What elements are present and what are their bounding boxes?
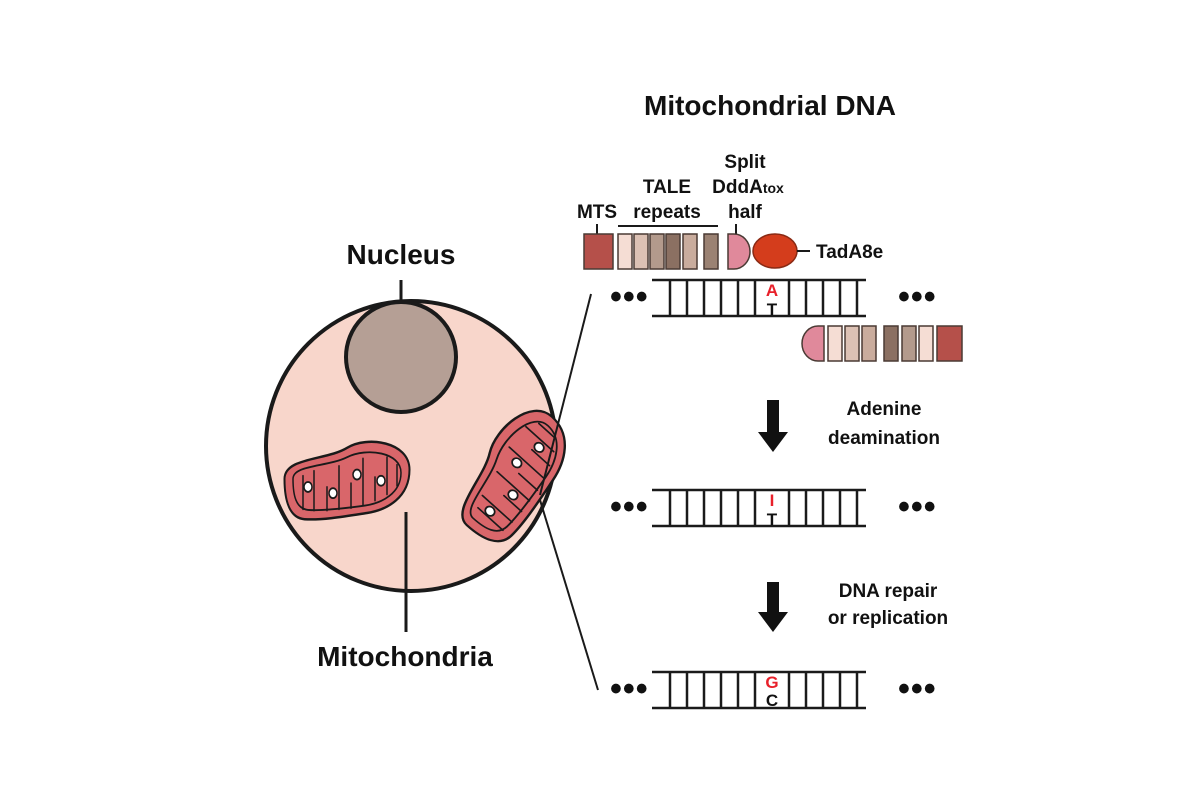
base-g: G bbox=[765, 673, 778, 692]
split-label-line2: DddAtox bbox=[712, 177, 784, 198]
tale-repeat-6 bbox=[703, 233, 719, 270]
upper-editor-construct bbox=[583, 233, 810, 270]
nucleus bbox=[344, 300, 458, 414]
base-t-deaminated: T bbox=[767, 510, 778, 529]
tale-label-line1: TALE bbox=[643, 177, 691, 198]
dna3-left-ellipsis: ••• bbox=[610, 670, 649, 708]
tada8e-label: TadA8e bbox=[816, 242, 883, 263]
arrow-step2 bbox=[758, 582, 788, 632]
lower-repeat-4 bbox=[883, 325, 899, 362]
tada8e-domain bbox=[752, 233, 798, 269]
lower-repeat-6 bbox=[918, 325, 934, 362]
split-label-line1: Split bbox=[724, 152, 766, 173]
base-a: A bbox=[766, 281, 778, 300]
diagram-title: Mitochondrial DNA bbox=[644, 90, 896, 121]
dna-duplex-edited bbox=[652, 670, 866, 710]
ddda-half-upper bbox=[727, 233, 751, 270]
dna-duplex-deaminated bbox=[652, 488, 866, 528]
dna1-right-ellipsis: ••• bbox=[898, 278, 937, 316]
tox-subscript: tox bbox=[763, 180, 784, 196]
tale-repeat-2 bbox=[633, 233, 649, 270]
ddda-text: DddA bbox=[712, 177, 763, 198]
step1-label-line2: deamination bbox=[828, 428, 940, 449]
zoom-line-upper bbox=[539, 293, 592, 496]
tale-label-line2: repeats bbox=[633, 202, 701, 223]
step1-label-line1: Adenine bbox=[847, 399, 922, 420]
ddda-half-lower bbox=[801, 325, 825, 362]
dna1-left-ellipsis: ••• bbox=[610, 278, 649, 316]
mts-label: MTS bbox=[577, 202, 617, 223]
step2-label-line1: DNA repair bbox=[839, 581, 938, 602]
base-t-initial: T bbox=[767, 300, 778, 319]
lower-repeat-5 bbox=[901, 325, 917, 362]
lower-repeat-1 bbox=[827, 325, 843, 362]
tale-repeat-3 bbox=[649, 233, 665, 270]
lower-repeat-3 bbox=[861, 325, 877, 362]
mitochondria-label: Mitochondria bbox=[317, 641, 493, 672]
nucleus-label: Nucleus bbox=[347, 239, 456, 270]
lower-repeat-2 bbox=[844, 325, 860, 362]
lower-mts-block bbox=[936, 325, 963, 362]
lower-editor-construct bbox=[801, 325, 963, 362]
dna2-right-ellipsis: ••• bbox=[898, 488, 937, 526]
split-label-line3: half bbox=[728, 202, 762, 223]
dna2-left-ellipsis: ••• bbox=[610, 488, 649, 526]
arrow-step1 bbox=[758, 400, 788, 452]
tale-repeat-1 bbox=[617, 233, 633, 270]
step2-label-line2: or replication bbox=[828, 608, 948, 629]
mts-block bbox=[583, 233, 614, 270]
tale-repeat-4 bbox=[665, 233, 681, 270]
dna3-right-ellipsis: ••• bbox=[898, 670, 937, 708]
dna-duplex-initial bbox=[652, 278, 866, 318]
base-c: C bbox=[766, 691, 778, 710]
base-i: I bbox=[770, 491, 775, 510]
zoom-line-lower bbox=[539, 499, 599, 691]
tale-repeat-5 bbox=[682, 233, 698, 270]
